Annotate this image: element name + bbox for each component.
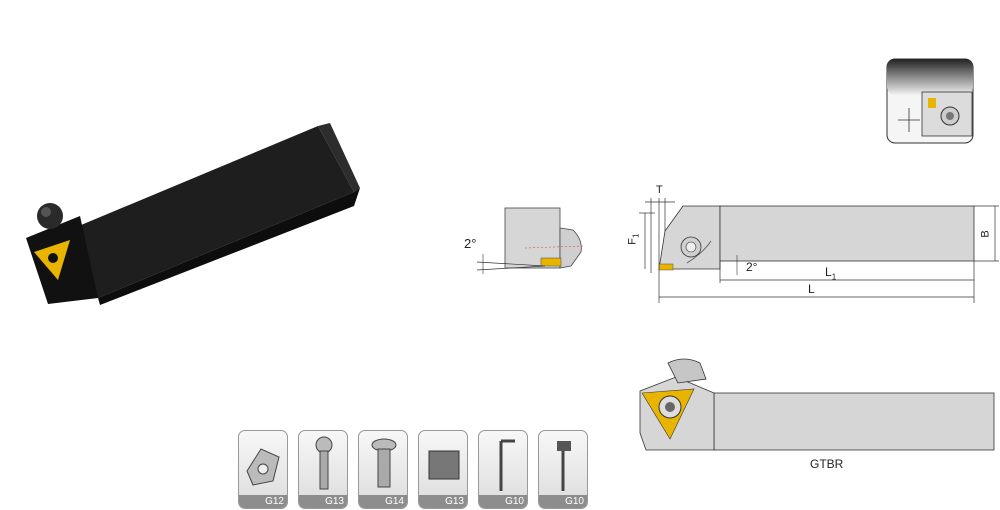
orientation-icon — [886, 58, 974, 144]
model-label: GTBR — [810, 457, 844, 471]
dim-L-label: L — [808, 282, 815, 296]
parts-row: G12 G13 G14 G13 G10 G10 — [238, 430, 590, 510]
tool-holder-3d-render — [26, 123, 360, 305]
dim-T-label: T — [656, 184, 663, 196]
part-torx-key: G10 — [538, 430, 588, 509]
dimension-drawing — [639, 198, 999, 303]
front-view-drawing — [476, 207, 584, 274]
part-screw-countersunk: G14 — [358, 430, 408, 509]
dim-F1-label: F1 — [626, 233, 641, 245]
top-view-angle-label: 2° — [746, 260, 758, 274]
part-insert-seat: G12 — [238, 430, 288, 509]
dim-B-label: B — [979, 230, 992, 238]
front-view-angle-label: 2° — [464, 236, 477, 251]
part-screw-round: G13 — [298, 430, 348, 509]
part-spring: G13 — [418, 430, 468, 509]
dim-L1-label: L1 — [825, 265, 837, 282]
part-hex-key: G10 — [478, 430, 528, 509]
side-view-render — [639, 358, 995, 451]
